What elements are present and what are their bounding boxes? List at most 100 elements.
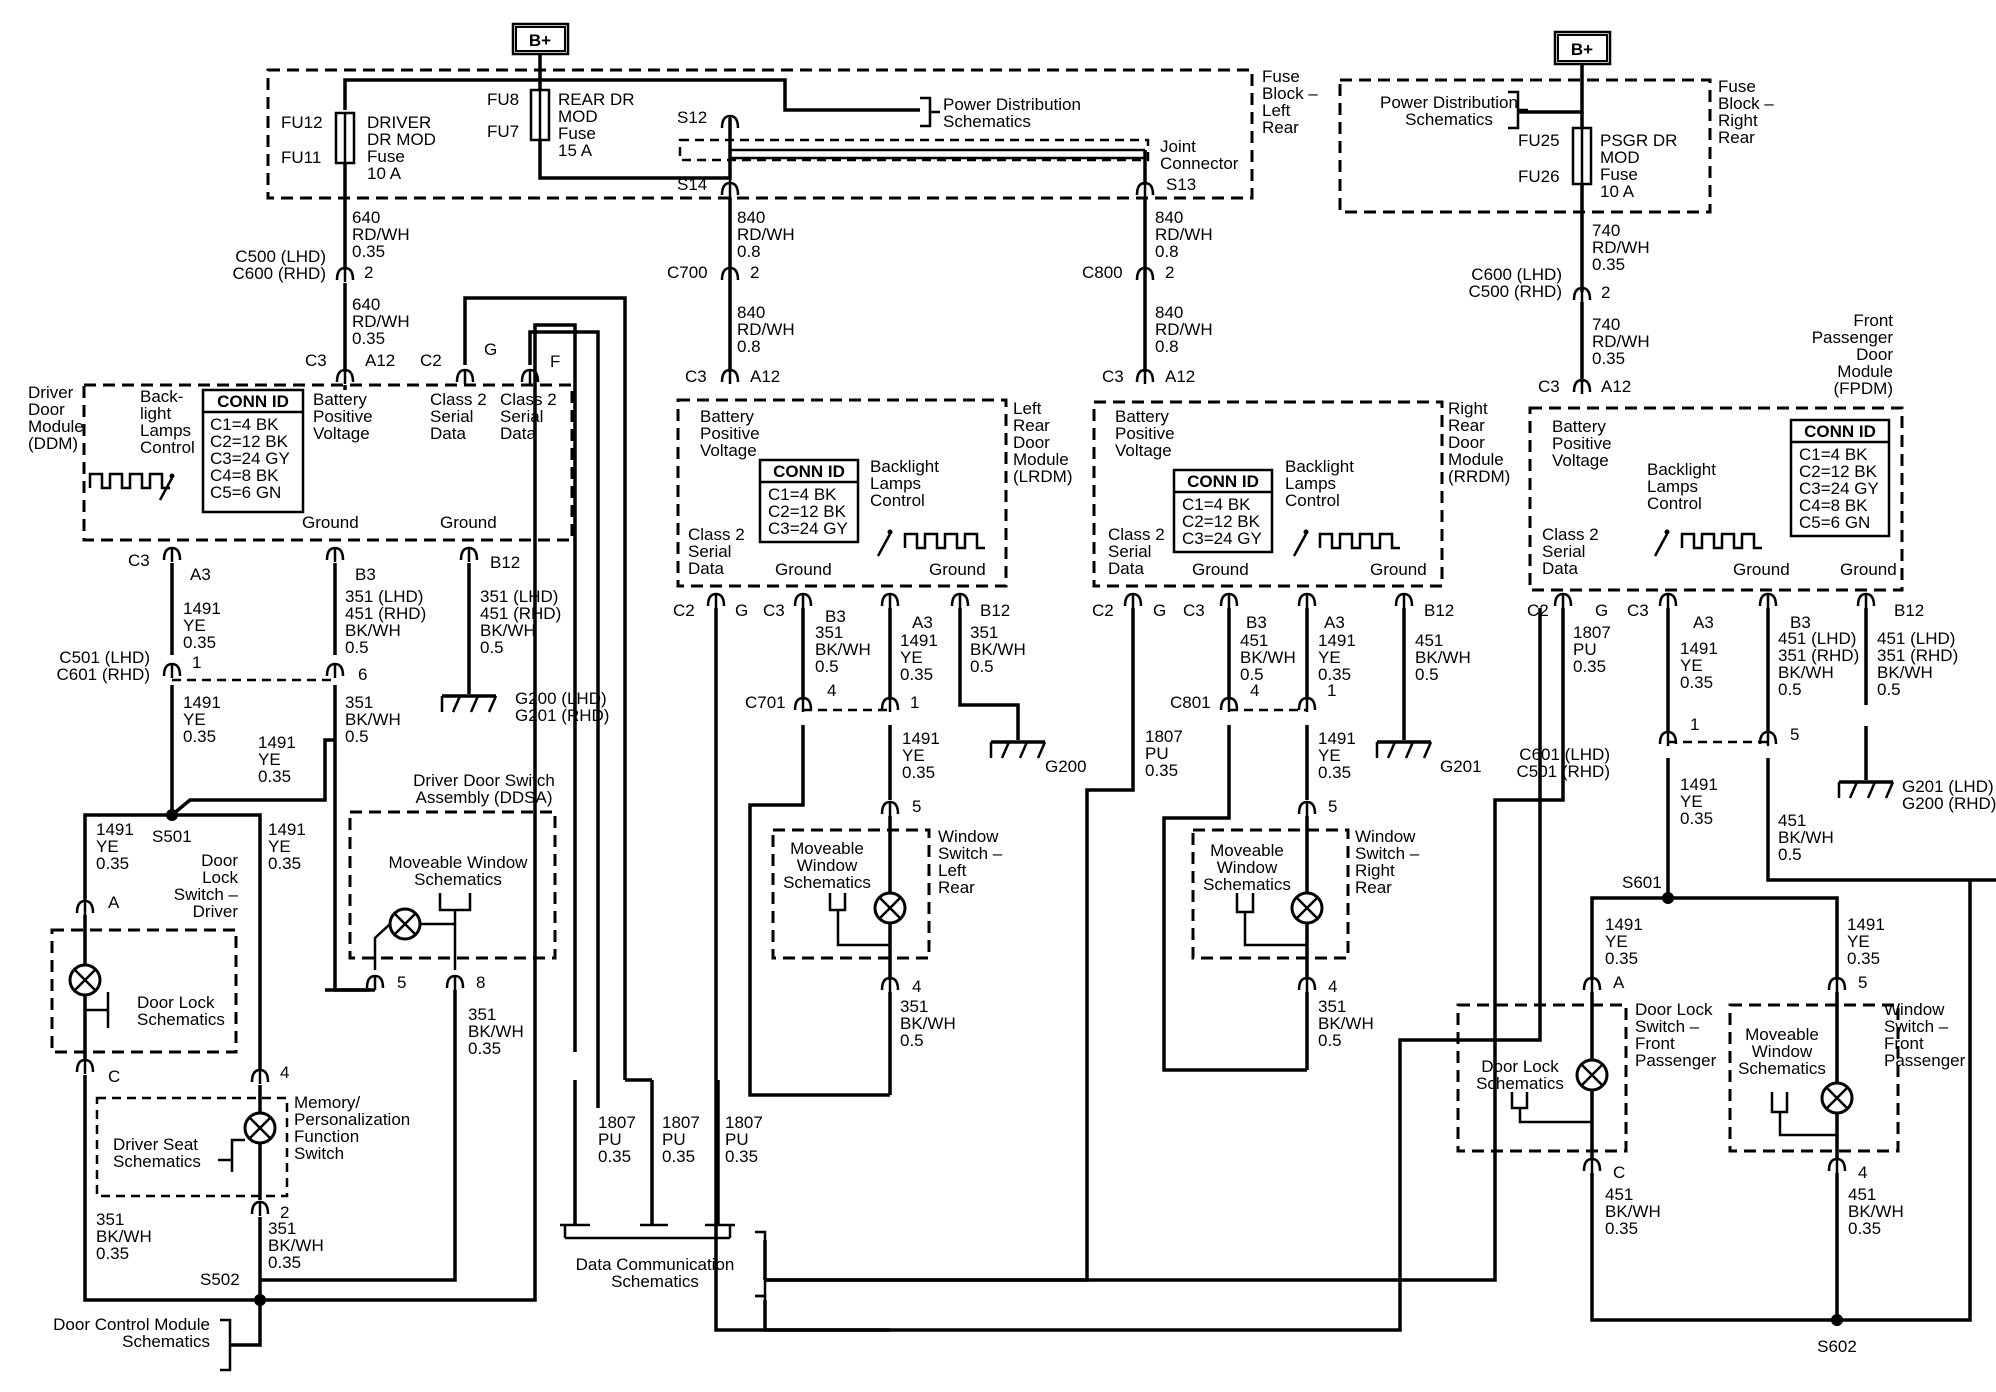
fpdm-window-outline [1728, 1003, 1900, 1153]
lrdm-wire-840-b-line: 840 [737, 303, 765, 322]
lrdm-wire-351b-line: 351 [970, 623, 998, 642]
fpdm-c3b-label: C3 [1627, 601, 1649, 620]
fu26-label: FU26 [1518, 167, 1560, 186]
rrdm-wire-1807-line: 1807 [1145, 727, 1183, 746]
wire-351-b-line: 451 (RHD) [480, 604, 561, 623]
fpdm-conn-id-box [1789, 418, 1891, 538]
fu11-label: FU11 [281, 148, 321, 167]
wire-1491-d-line: YE [96, 837, 119, 856]
fpdm-backlight-switch-contact [1664, 529, 1670, 535]
psgr-fuse-label-line: 10 A [1600, 182, 1635, 201]
wire-351-e-line: BK/WH [96, 1227, 152, 1246]
rrdm-conn-id-list-line: C1=4 BK [1182, 495, 1251, 514]
ddm-backlight-switch-contact [169, 473, 175, 479]
fpdm-outline [1528, 406, 1904, 592]
rrdm-a3-label: A3 [1324, 613, 1345, 632]
lrdm-backlight-switch [876, 533, 892, 557]
c600-label-line: C600 (LHD) [1471, 265, 1562, 284]
rrdm-battery-label-line: Positive [1115, 424, 1175, 443]
lrdm-a3-label: A3 [912, 613, 933, 632]
fpdm-conn-id-list-line: C2=12 BK [1799, 462, 1878, 481]
memory-switch-label-line: Memory/ [294, 1093, 360, 1112]
rrdm-b3-label: B3 [1246, 613, 1267, 632]
ddm-battery-label-line: Positive [313, 407, 373, 426]
fpdm-pulse [1680, 532, 1762, 550]
ddm-class2-a-label-line: Data [430, 424, 466, 443]
rrdm-wire-1807-line: PU [1145, 744, 1169, 763]
fpdm-class2-label-line: Data [1542, 559, 1578, 578]
wire-1491-c-line: YE [258, 750, 281, 769]
fpdm-wire-451b-line: 351 (RHD) [1877, 646, 1958, 665]
door-lock-sch-bracket [85, 992, 110, 1028]
rrdm-wire-1491b-line: 1491 [1318, 729, 1356, 748]
fpdm-battery-label-line: Voltage [1552, 451, 1609, 470]
fpdm-wire-1491c-line: YE [1605, 932, 1628, 951]
ddm-conn-id-list-line: C1=4 BK [210, 415, 279, 434]
rrdm-wire-451-line: 451 [1240, 631, 1268, 650]
wire-1491-c-line: 0.35 [258, 767, 291, 786]
wire-351-d-line: BK/WH [468, 1022, 524, 1041]
fuse-block-left-outline [266, 68, 1254, 200]
lrdm-c3-label: C3 [685, 367, 707, 386]
lrdm-ground-g200 [989, 741, 1047, 759]
rrdm-conn-id-box [1172, 468, 1274, 554]
fpdm-wire-740-a-line: 740 [1592, 221, 1620, 240]
lrdm-class2-label-line: Data [688, 559, 724, 578]
ddm-class2-a-label-line: Serial [430, 407, 473, 426]
rrdm-class2-label-line: Serial [1108, 542, 1151, 561]
power-dist-bracket-left [920, 96, 940, 128]
rrdm-wire-840-b-line: 840 [1155, 303, 1183, 322]
fpdm-title-line: Door [1856, 345, 1893, 364]
fpdm-a3-label: A3 [1693, 613, 1714, 632]
ddm-class2-b-label-line: Data [500, 424, 536, 443]
lrdm-wire-1491-line: YE [900, 648, 923, 667]
c701-pin-1-label: 1 [910, 693, 919, 712]
rrdm-backlight-switch [1292, 533, 1308, 557]
lrdm-wire-351-line: 351 [815, 623, 843, 642]
lrdm-battery-label-line: Positive [700, 424, 760, 443]
rrdm-wire-351-line: 351 [1318, 997, 1346, 1016]
wire-351-b-line: 0.5 [480, 638, 504, 657]
ddm-a3-label: A3 [190, 565, 211, 584]
door-lock-switch-driver-label-line: Lock [202, 868, 238, 887]
fpdm-title-line: Front [1853, 311, 1893, 330]
s601-label: S601 [1622, 873, 1662, 892]
wire-1491-e-line: 1491 [268, 820, 306, 839]
ddm-ground-b-label: Ground [440, 513, 497, 532]
lrdm-window-switch-label-line: Rear [938, 878, 975, 897]
driver-seat-outline [95, 1096, 289, 1198]
fpdm-conn-id-list-line: C4=8 BK [1799, 496, 1868, 515]
rrdm-battery-label-line: Voltage [1115, 441, 1172, 460]
fpdm-c3-label: C3 [1538, 377, 1560, 396]
lrdm-ground-label: G200 [1045, 757, 1087, 776]
lrdm-pin-5-label: 5 [912, 797, 921, 816]
rrdm-window-switch-label-line: Right [1355, 861, 1395, 880]
wire-1491-e-line: 0.35 [268, 854, 301, 873]
ddm-ground-a-label: Ground [302, 513, 359, 532]
fpdm-class2-label-line: Class 2 [1542, 525, 1599, 544]
ddm-g-label: G [484, 340, 497, 359]
rrdm-wire-840-a-line: RD/WH [1155, 225, 1213, 244]
lrdm-conn-id-list-line: C3=24 GY [768, 519, 848, 538]
rrdm-ground-label: G201 [1440, 757, 1482, 776]
lrdm-pin-4b-label: 4 [912, 977, 921, 996]
wire-640-mid-line: 640 [352, 295, 380, 314]
c501-pin-1-label: 1 [192, 653, 201, 672]
lrdm-backlight-label-line: Control [870, 491, 925, 510]
fpdm-wire-451e-line: BK/WH [1848, 1202, 1904, 1221]
fpdm-b12-label: B12 [1894, 601, 1924, 620]
lrdm-battery-label-line: Battery [700, 407, 754, 426]
fpdm-wire-740-b-line: RD/WH [1592, 332, 1650, 351]
